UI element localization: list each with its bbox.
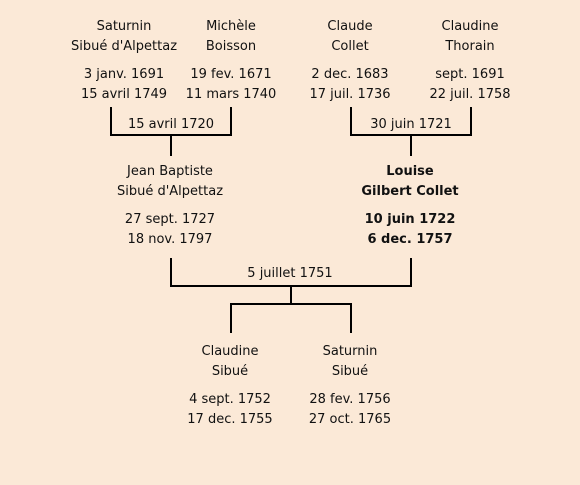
line-m2-child xyxy=(410,135,412,156)
line-m1-child xyxy=(170,135,172,156)
death-date: 6 dec. 1757 xyxy=(367,232,453,247)
first-name: Louise xyxy=(386,164,434,179)
birth-date: 3 janv. 1691 xyxy=(83,67,165,82)
birth-date: 28 fev. 1756 xyxy=(309,392,391,407)
first-name: Claudine xyxy=(441,19,499,34)
death-date: 27 oct. 1765 xyxy=(308,412,392,427)
line-children-bar xyxy=(230,303,352,305)
first-name: Claudine xyxy=(201,344,259,359)
person-claudine-thorain[interactable]: Claudine Thorain sept. 1691 22 juil. 175… xyxy=(400,17,540,105)
birth-date: 10 juin 1722 xyxy=(364,212,456,227)
line-p4-down xyxy=(470,107,472,135)
marriage-date-3: 5 juillet 1751 xyxy=(247,266,333,281)
line-p3-down xyxy=(350,107,352,135)
marriage-date-2: 30 juin 1721 xyxy=(370,117,452,132)
person-claudine-sibue[interactable]: Claudine Sibué 4 sept. 1752 17 dec. 1755 xyxy=(160,342,300,430)
marriage-date-1: 15 avril 1720 xyxy=(127,117,215,132)
death-date: 15 avril 1749 xyxy=(80,87,168,102)
last-name: Sibué xyxy=(211,364,249,379)
death-date: 17 juil. 1736 xyxy=(309,87,391,102)
first-name: Saturnin xyxy=(96,19,152,34)
last-name: Sibué xyxy=(331,364,369,379)
last-name: Sibué d'Alpettaz xyxy=(116,184,224,199)
line-p8-up xyxy=(350,304,352,333)
first-name: Michèle xyxy=(206,19,256,34)
first-name: Jean Baptiste xyxy=(127,164,213,179)
person-michele-boisson[interactable]: Michèle Boisson 19 fev. 1671 11 mars 174… xyxy=(161,17,301,105)
death-date: 11 mars 1740 xyxy=(185,87,277,102)
birth-date: 19 fev. 1671 xyxy=(190,67,272,82)
last-name: Gilbert Collet xyxy=(361,184,459,199)
line-p1-down xyxy=(110,107,112,135)
person-saturnin-sibue-dalpettaz[interactable]: Saturnin Sibué d'Alpettaz 3 janv. 1691 1… xyxy=(54,17,194,105)
last-name: Sibué d'Alpettaz xyxy=(70,39,178,54)
last-name: Thorain xyxy=(445,39,495,54)
line-p6-down xyxy=(410,258,412,286)
last-name: Boisson xyxy=(205,39,257,54)
line-p7-up xyxy=(230,304,232,333)
line-p2-down xyxy=(230,107,232,135)
line-m3-stem xyxy=(290,286,292,304)
birth-date: 27 sept. 1727 xyxy=(124,212,216,227)
person-saturnin-sibue[interactable]: Saturnin Sibué 28 fev. 1756 27 oct. 1765 xyxy=(280,342,420,430)
death-date: 22 juil. 1758 xyxy=(429,87,511,102)
birth-date: 4 sept. 1752 xyxy=(189,392,271,407)
person-louise-gilbert-collet[interactable]: Louise Gilbert Collet 10 juin 1722 6 dec… xyxy=(340,162,480,250)
first-name: Claude xyxy=(327,19,373,34)
death-date: 17 dec. 1755 xyxy=(187,412,273,427)
birth-date: 2 dec. 1683 xyxy=(311,67,389,82)
first-name: Saturnin xyxy=(322,344,378,359)
last-name: Collet xyxy=(331,39,369,54)
person-jean-baptiste-sibue-dalpettaz[interactable]: Jean Baptiste Sibué d'Alpettaz 27 sept. … xyxy=(100,162,240,250)
death-date: 18 nov. 1797 xyxy=(127,232,213,247)
person-claude-collet[interactable]: Claude Collet 2 dec. 1683 17 juil. 1736 xyxy=(280,17,420,105)
birth-date: sept. 1691 xyxy=(435,67,505,82)
line-p5-down xyxy=(170,258,172,286)
